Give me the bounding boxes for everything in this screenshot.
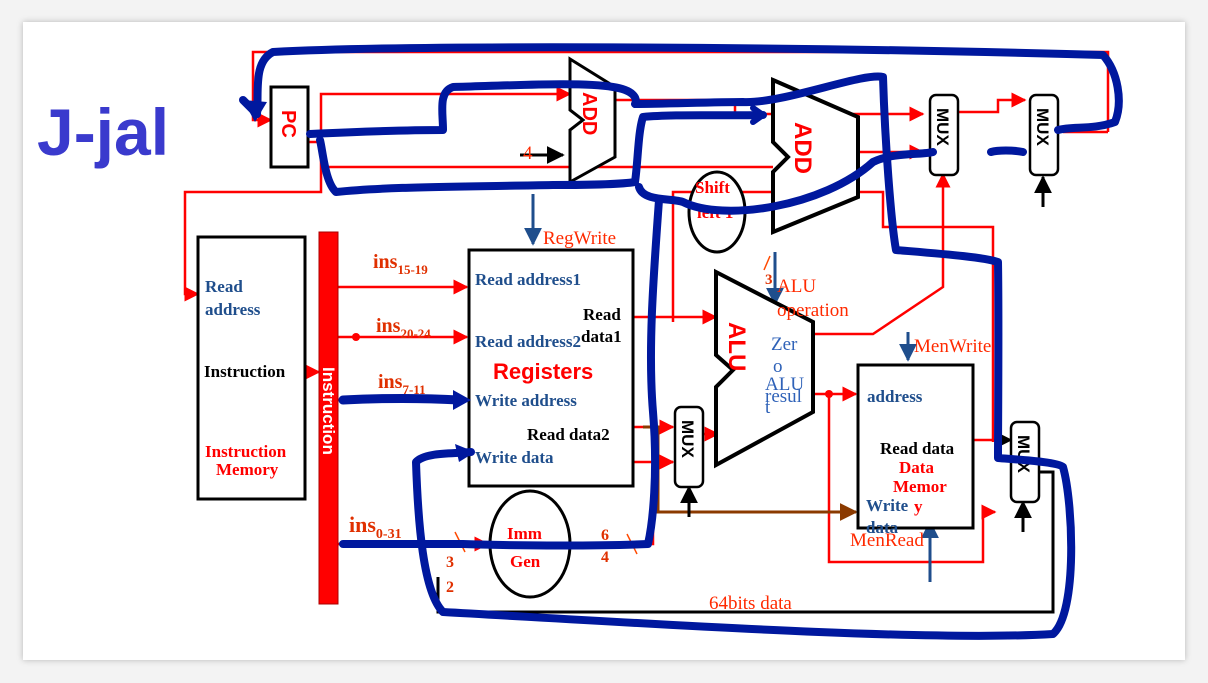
data-mem-name1: Data <box>899 458 934 477</box>
alu-zero-a: Zer <box>771 334 798 355</box>
jal-path-highlight <box>239 43 1123 640</box>
data-mem-read-data: Read data <box>880 439 955 458</box>
pc-register: PC <box>269 85 310 169</box>
adder-branch-label: ADD <box>789 122 816 174</box>
reg-read-address2: Read address2 <box>475 332 581 351</box>
mux-pc-1: MUX <box>928 93 960 177</box>
bits64-label: 64bits data <box>709 593 792 614</box>
mux-pc-2-label: MUX <box>1033 108 1052 146</box>
datapath-diagram: J-jal <box>37 43 1123 640</box>
data-mem-write-b: data <box>866 518 899 537</box>
pc-label: PC <box>277 110 299 138</box>
ins-label-a: ins15-19 <box>373 251 428 277</box>
instr-mem-name2: Memory <box>216 460 279 479</box>
adder-pc-label: ADD <box>578 92 600 135</box>
memwrite-label: MenWrite <box>914 336 991 357</box>
mux-alu: MUX <box>673 405 705 489</box>
alu-result-b: resul <box>765 386 802 407</box>
imm-gen-line2: Gen <box>510 552 541 571</box>
alu-result-c: t <box>765 397 771 418</box>
bits-in-b: 2 <box>446 579 454 596</box>
slide-title: J-jal <box>37 95 169 169</box>
register-file: Read address1 Read address2 Read data1 R… <box>467 248 635 488</box>
bits-out-b: 4 <box>601 549 609 566</box>
data-mem-write-a: Write <box>866 496 909 515</box>
mux-writeback-label: MUX <box>1014 435 1033 473</box>
alu-label: ALU <box>723 322 750 371</box>
data-mem-name2: Memor <box>893 477 947 496</box>
imm-gen-line1: Imm <box>507 524 542 543</box>
reg-read-data1-a: Read <box>583 305 621 324</box>
instruction-bus: Instruction <box>318 231 339 605</box>
reg-read-data1-b: data1 <box>581 327 622 346</box>
data-mem-name3: y <box>914 497 923 516</box>
const-four: 4 <box>523 143 533 164</box>
alu-op-bits: 3 <box>765 272 773 288</box>
reg-read-data2: Read data2 <box>527 425 610 444</box>
reg-read-address1: Read address1 <box>475 270 581 289</box>
adder-pc: ADD <box>568 56 617 185</box>
data-mem-address: address <box>867 387 923 406</box>
mux-pc-2: MUX <box>1028 93 1060 177</box>
ins-label-b: ins20-24 <box>376 315 431 341</box>
instruction-bus-label: Instruction <box>319 367 338 455</box>
instr-mem-name1: Instruction <box>205 442 287 461</box>
shift-line1: Shift <box>695 178 730 197</box>
instr-mem-instruction: Instruction <box>204 362 286 381</box>
mux-pc-1-label: MUX <box>933 108 952 146</box>
instruction-memory: Read address Instruction Instruction Mem… <box>196 235 307 501</box>
alu-op-line2: operation <box>777 300 849 321</box>
alu-result-a: ALU <box>765 374 804 395</box>
alu-zero-b: o <box>773 356 783 377</box>
registers-name: Registers <box>493 359 593 384</box>
data-memory: address Read data Data Memor y Write dat… <box>856 363 975 537</box>
slide: J-jal <box>23 22 1185 660</box>
bits-out-a: 6 <box>601 527 609 544</box>
control-wires <box>524 194 939 582</box>
instr-mem-read: Read <box>205 277 243 296</box>
alu-op-line1: ALU <box>777 276 816 297</box>
ins-label-d: ins0-31 <box>349 512 402 542</box>
adder-branch: ADD <box>771 76 860 235</box>
alu: ALU Zer o ALU resul t <box>714 268 815 469</box>
reg-write-data: Write data <box>475 448 554 467</box>
ins-label-c: ins7-11 <box>378 371 426 397</box>
reg-write-address: Write address <box>475 391 577 410</box>
regwrite-label: RegWrite <box>543 228 616 249</box>
instr-mem-address: address <box>205 300 261 319</box>
mux-alu-label: MUX <box>678 420 697 458</box>
bits-in-a: 3 <box>446 554 454 571</box>
memread-label: MenRead <box>850 530 924 551</box>
